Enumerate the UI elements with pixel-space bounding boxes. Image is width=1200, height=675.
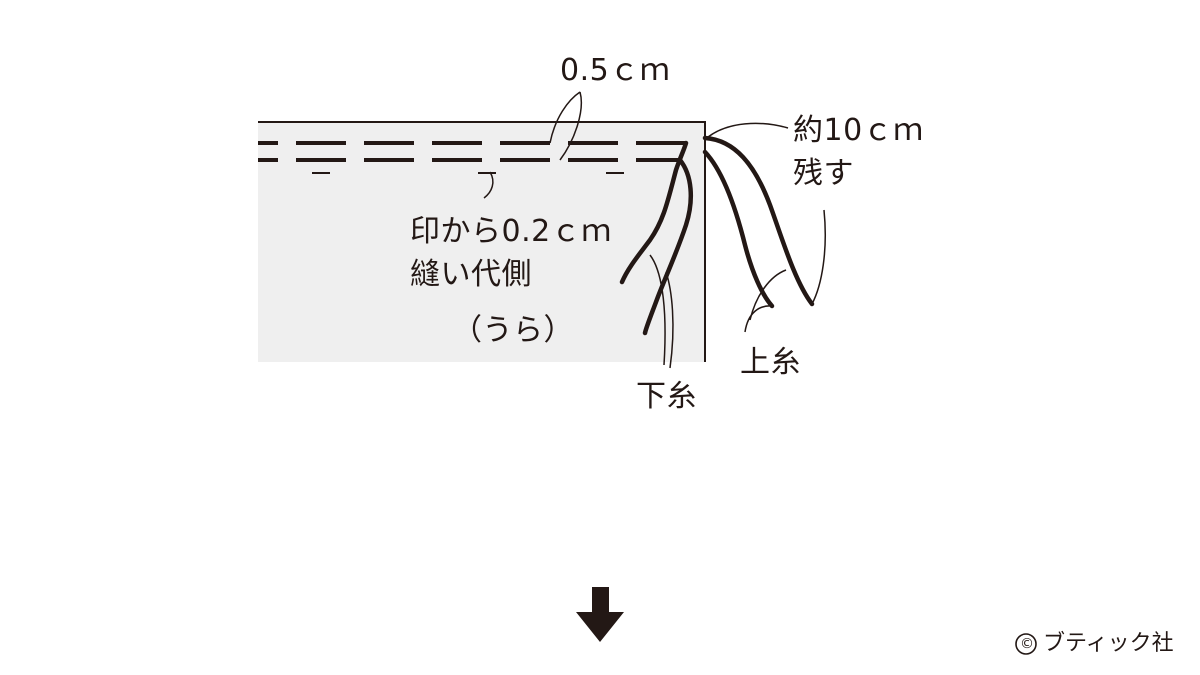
fabric-edge (258, 121, 706, 362)
copyright-icon (1015, 633, 1037, 655)
label-wrong-side: （うら） (452, 313, 574, 348)
publisher-credit: ブティック社 (1043, 631, 1174, 656)
label-stitch-offset-1: 印から0.2ｃｍ (410, 214, 612, 249)
down-arrow-icon (576, 587, 624, 642)
leader-lines (483, 91, 826, 369)
credit-symbol: © (1020, 636, 1034, 652)
label-seam-allowance: 0.5ｃｍ (560, 53, 671, 88)
lower-threads (619, 140, 693, 336)
label-lower-thread: 下糸 (636, 379, 697, 414)
label-leave-length-1: 約10ｃｍ (793, 113, 924, 148)
label-upper-thread: 上糸 (740, 345, 801, 380)
label-stitch-offset-2: 縫い代側 (410, 257, 532, 292)
label-leave-length-2: 残す (793, 156, 854, 191)
